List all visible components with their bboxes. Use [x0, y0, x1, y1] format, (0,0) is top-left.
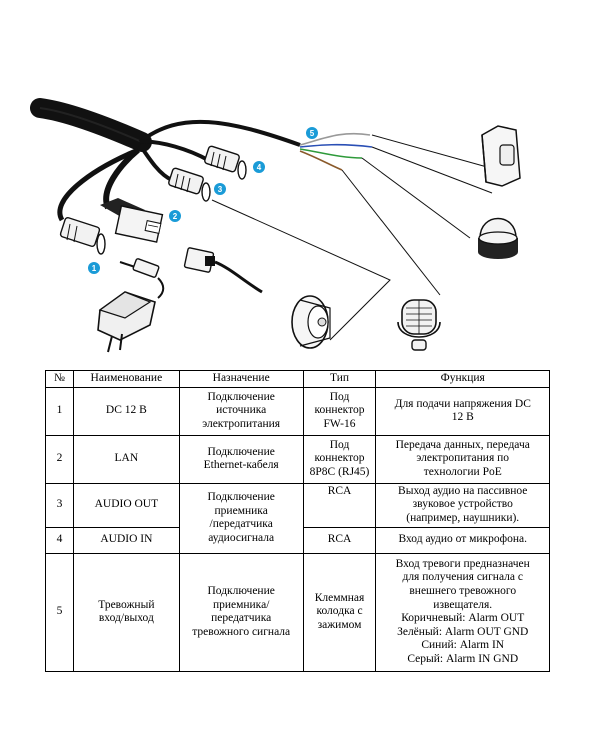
leader-lines: [211, 134, 506, 341]
header-name: Наименование: [72, 370, 180, 388]
row-purpose: Подключение Ethernet-кабеля: [178, 434, 304, 484]
alarm-wires: [299, 132, 373, 171]
table-row: 2 LAN Подключение Ethernet-кабеля Под ко…: [45, 434, 550, 484]
header-num: №: [45, 370, 74, 388]
row-type: RCA: [302, 482, 377, 528]
row-function: Вход аудио от микрофона.: [375, 526, 550, 554]
row-type: RCA: [302, 526, 377, 554]
power-adapter-icon: [97, 291, 156, 353]
row-name: Тревожный вход/выход: [72, 552, 180, 672]
row-function: Для подачи напряжения DC 12 В: [375, 386, 550, 436]
dc-cable: [57, 147, 139, 222]
header-purpose: Назначение: [178, 370, 304, 388]
speaker-icon: [291, 295, 331, 349]
connection-diagram: 1 2 3 4 5: [30, 98, 521, 353]
row-num: 2: [45, 434, 74, 484]
row-name: AUDIO OUT: [72, 482, 180, 528]
row-type: Под коннектор 8P8C (RJ45): [302, 434, 377, 484]
alarm-cable: [138, 119, 301, 147]
table-row: 3 AUDIO OUT Подключение приемника /перед…: [45, 482, 550, 554]
row-name: AUDIO IN: [72, 526, 180, 554]
badge-4: 4: [253, 161, 265, 173]
row-function: Передача данных, передача электропитания…: [375, 434, 550, 484]
main-cable: [30, 98, 152, 152]
row-num: 5: [45, 552, 74, 672]
audio-out-cable: [138, 143, 173, 182]
row-purpose: Подключение приемника /передатчика аудио…: [178, 482, 304, 554]
lan-connector: [100, 198, 164, 243]
row-type: Клеммная колодка с зажимом: [302, 552, 377, 672]
header-type: Тип: [302, 370, 377, 388]
table-row: 1 DC 12 В Подключение источника электроп…: [45, 386, 550, 436]
badge-3: 3: [214, 183, 226, 195]
badge-1: 1: [88, 262, 100, 274]
row-purpose: Подключение приемника/ передатчика трево…: [178, 552, 304, 672]
row-name: LAN: [72, 434, 180, 484]
svg-text:2: 2: [173, 212, 178, 221]
alarm-sensor-icon: [481, 125, 521, 187]
table-header-row: № Наименование Назначение Тип Функция: [45, 370, 550, 388]
svg-text:3: 3: [218, 185, 223, 194]
row-type: Под коннектор FW-16: [302, 386, 377, 436]
svg-text:4: 4: [257, 163, 262, 172]
header-function: Функция: [375, 370, 550, 388]
microphone-icon: [397, 299, 441, 351]
row-function: Выход аудио на пассивное звуковое устрой…: [375, 482, 550, 528]
dc-plug: [119, 258, 165, 299]
svg-text:1: 1: [92, 264, 97, 273]
dc-connector: [59, 217, 106, 255]
audio-out-connector: [168, 167, 211, 202]
row-num: 3: [45, 482, 74, 528]
row-purpose: Подключение источника электропитания: [178, 386, 304, 436]
alarm-beacon-icon: [478, 217, 518, 259]
row-name: DC 12 В: [72, 386, 180, 436]
connectors-table: № Наименование Назначение Тип Функция 1 …: [45, 370, 550, 672]
ethernet-plug: [183, 247, 263, 294]
svg-text:5: 5: [310, 129, 315, 138]
table-row: 4 AUDIO IN RCA Вход аудио от микрофона.: [45, 526, 550, 554]
audio-in-cable: [139, 139, 209, 162]
audio-in-connector: [204, 145, 247, 180]
row-num: 4: [45, 526, 74, 554]
row-num: 1: [45, 386, 74, 436]
badge-2: 2: [169, 210, 181, 222]
badge-5: 5: [306, 127, 318, 139]
row-function: Вход тревоги предназначен для получения …: [375, 552, 550, 672]
table-row: 5 Тревожный вход/выход Подключение прием…: [45, 552, 550, 672]
